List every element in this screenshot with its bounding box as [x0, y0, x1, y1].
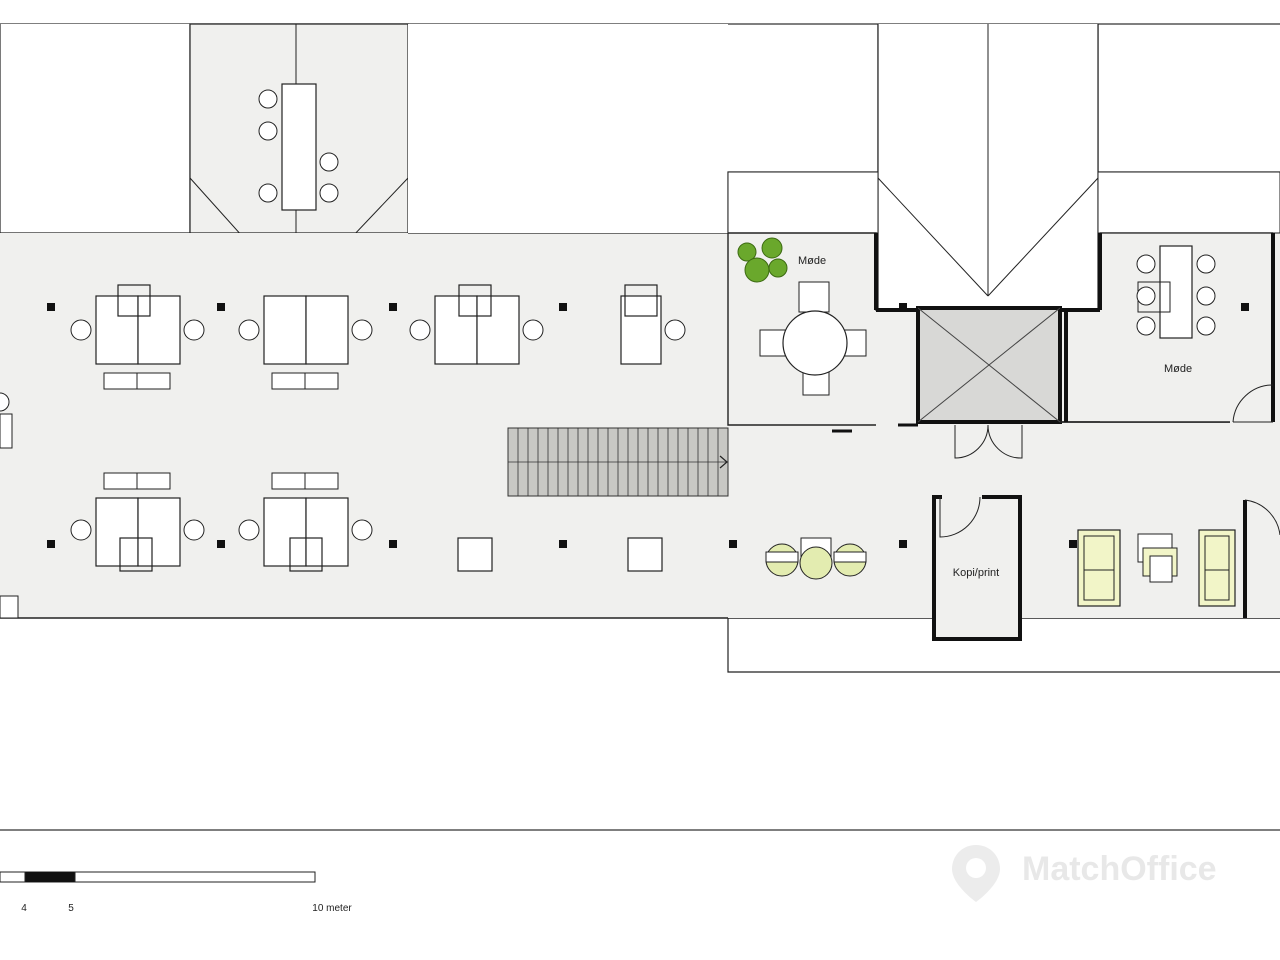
- shaft-top-right: [1097, 171, 1280, 234]
- scale-label-5: 5: [68, 903, 74, 914]
- copy-print-door-gap: [942, 493, 982, 501]
- shaft-diag-2: [987, 177, 1099, 297]
- lounge-seating: [765, 537, 867, 580]
- scale-label-10: 10 meter: [312, 903, 352, 914]
- side-table-1: [457, 537, 493, 572]
- copy-print-room: [932, 495, 1022, 641]
- coffee-table: [1137, 533, 1178, 583]
- void-left: [0, 24, 191, 234]
- desk-single: [620, 284, 686, 365]
- lounge-door: [1244, 499, 1280, 536]
- elevator-door-left: [954, 424, 989, 459]
- lower-annex: [727, 618, 1280, 673]
- sofa-right: [1198, 529, 1236, 607]
- shaft-top-left: [727, 171, 879, 234]
- desk-cluster-1: [70, 284, 205, 390]
- edge-chair-left: [0, 392, 10, 412]
- elevator-door-right: [987, 424, 1023, 459]
- svg-text:MatchOffice: MatchOffice: [1022, 850, 1217, 888]
- plant-icon: [737, 237, 788, 283]
- structural-columns: [47, 303, 1249, 548]
- shaft-diag-1: [877, 177, 989, 297]
- alcove-meeting-table: [258, 83, 339, 211]
- meeting-right-table: [1136, 245, 1216, 339]
- edge-box-left: [0, 595, 19, 619]
- scale-bar: [0, 871, 316, 883]
- door-meeting-right: [1232, 384, 1274, 423]
- side-table-2: [627, 537, 663, 572]
- edge-desk-left: [0, 413, 13, 449]
- desk-cluster-4: [70, 472, 205, 572]
- sofa-left: [1077, 529, 1121, 607]
- elevator-cross-2: [917, 307, 1061, 423]
- staircase: [507, 427, 729, 497]
- copy-print-label: Kopi/print: [953, 567, 999, 579]
- meeting-left-label: Møde: [798, 255, 826, 267]
- desk-cluster-5: [238, 472, 373, 572]
- main-floor: [0, 233, 728, 618]
- meeting-left-round-table: [759, 281, 867, 396]
- scale-label-4: 4: [21, 903, 27, 914]
- desk-cluster-2: [238, 295, 373, 390]
- watermark-logo: MatchOffice: [952, 845, 1217, 902]
- copy-print-door: [939, 496, 981, 538]
- meeting-right-label: Møde: [1164, 363, 1192, 375]
- void-middle: [408, 24, 728, 233]
- desk-cluster-3: [409, 284, 544, 365]
